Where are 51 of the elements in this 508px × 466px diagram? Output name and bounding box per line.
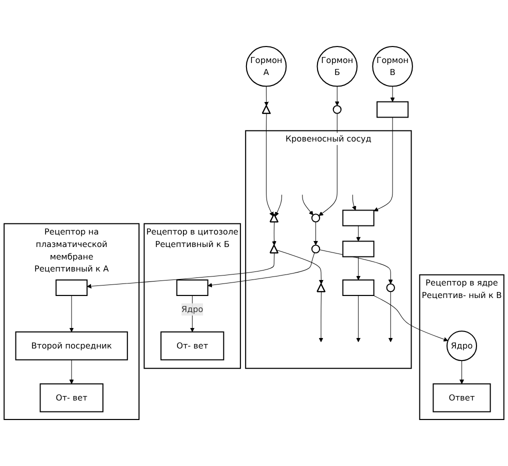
arrow [374, 117, 393, 212]
arrow [334, 86, 340, 106]
arrow [264, 86, 269, 106]
arrow [208, 252, 315, 288]
molecule-icon [262, 105, 271, 114]
arrow [274, 194, 282, 217]
arrow [356, 225, 361, 242]
edge-label: Ядро [181, 304, 204, 314]
arrow [356, 256, 361, 280]
arrow [86, 252, 275, 288]
arrow [276, 250, 324, 284]
arrow [356, 295, 361, 342]
group-box [245, 130, 412, 369]
arrow [373, 295, 448, 342]
hormone-circle: Гормон А [246, 46, 287, 87]
group-title: Рецептор в цитозоле Рецептивный к Б [146, 226, 238, 251]
group-title: Кровеносный сосуд [286, 132, 372, 146]
molecule-icon [342, 210, 374, 226]
arrow [388, 291, 393, 342]
arrow [318, 113, 338, 216]
arrow [313, 222, 318, 246]
molecule-icon [376, 101, 409, 118]
arrow [69, 295, 74, 332]
process-box: От- вет [160, 331, 224, 360]
molecule-icon [270, 244, 278, 254]
molecule-icon [311, 214, 320, 222]
arrow [272, 222, 276, 246]
arrow [266, 113, 274, 217]
molecule-icon [270, 214, 278, 222]
molecule-icon [56, 279, 88, 296]
hormone-circle: Гормон В [372, 46, 413, 87]
molecule-icon [311, 244, 320, 254]
process-box: От- вет [40, 383, 104, 412]
hormone-circle: Гормон Б [316, 46, 358, 87]
arrow [390, 86, 395, 102]
molecule-icon [342, 279, 374, 296]
arrow [318, 292, 324, 342]
group-title: Рецептор в ядре Рецептив- ный к В [422, 276, 502, 302]
molecule-icon [176, 279, 208, 296]
arrow [190, 295, 195, 332]
molecule-icon [332, 105, 342, 114]
arrow [69, 360, 74, 384]
arrow [302, 194, 314, 216]
molecule-icon [386, 283, 396, 292]
arrow [352, 194, 356, 210]
process-box: Ответ [432, 383, 491, 412]
molecule-icon [316, 283, 326, 292]
hormone-circle: Ядро [446, 330, 478, 362]
arrow [460, 360, 464, 384]
molecule-icon [342, 240, 374, 258]
process-box: Второй посредник [15, 331, 128, 360]
